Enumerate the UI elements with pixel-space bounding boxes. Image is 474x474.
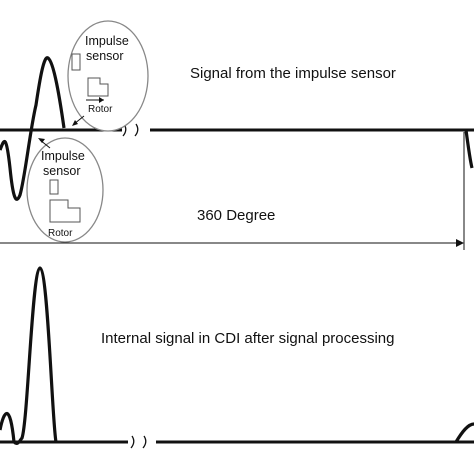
impulse-waveform-next bbox=[464, 129, 474, 169]
inset-ellipse-upper bbox=[67, 20, 149, 132]
degree-label: 360 Degree bbox=[197, 207, 275, 224]
inset-upper-leader-head bbox=[72, 120, 78, 126]
processed-signal bbox=[0, 266, 474, 449]
inset-lower-rotor: Rotor bbox=[48, 228, 73, 239]
sensor-inset-lower: Impulse sensor Rotor bbox=[26, 137, 104, 243]
inset-ellipse-lower bbox=[26, 137, 104, 243]
inset-upper-rotor: Rotor bbox=[88, 104, 113, 115]
processed-waveform bbox=[0, 266, 58, 445]
inset-lower-sensor: sensor bbox=[43, 164, 81, 178]
top-caption: Signal from the impulse sensor bbox=[190, 65, 396, 82]
degree-span: 360 Degree bbox=[0, 132, 465, 250]
rotor-pointer-arrowhead bbox=[99, 97, 104, 103]
impulse-waveform bbox=[0, 56, 66, 201]
sensor-block-icon bbox=[71, 53, 81, 71]
sensor-block-icon-lower bbox=[49, 179, 59, 195]
inset-lower-impulse: Impulse bbox=[41, 149, 85, 163]
sensor-inset-upper: Impulse sensor Rotor bbox=[67, 20, 149, 132]
bottom-baseline-break bbox=[130, 435, 147, 449]
rotor-shape-icon bbox=[87, 77, 109, 97]
bottom-caption: Internal signal in CDI after signal proc… bbox=[101, 330, 394, 347]
processed-waveform-next bbox=[454, 422, 474, 443]
inset-upper-sensor: sensor bbox=[86, 49, 124, 63]
inset-lower-leader-head bbox=[38, 138, 45, 143]
degree-span-arrowhead bbox=[456, 239, 464, 247]
inset-upper-impulse: Impulse bbox=[85, 34, 129, 48]
rotor-shape-icon-lower bbox=[49, 199, 81, 223]
